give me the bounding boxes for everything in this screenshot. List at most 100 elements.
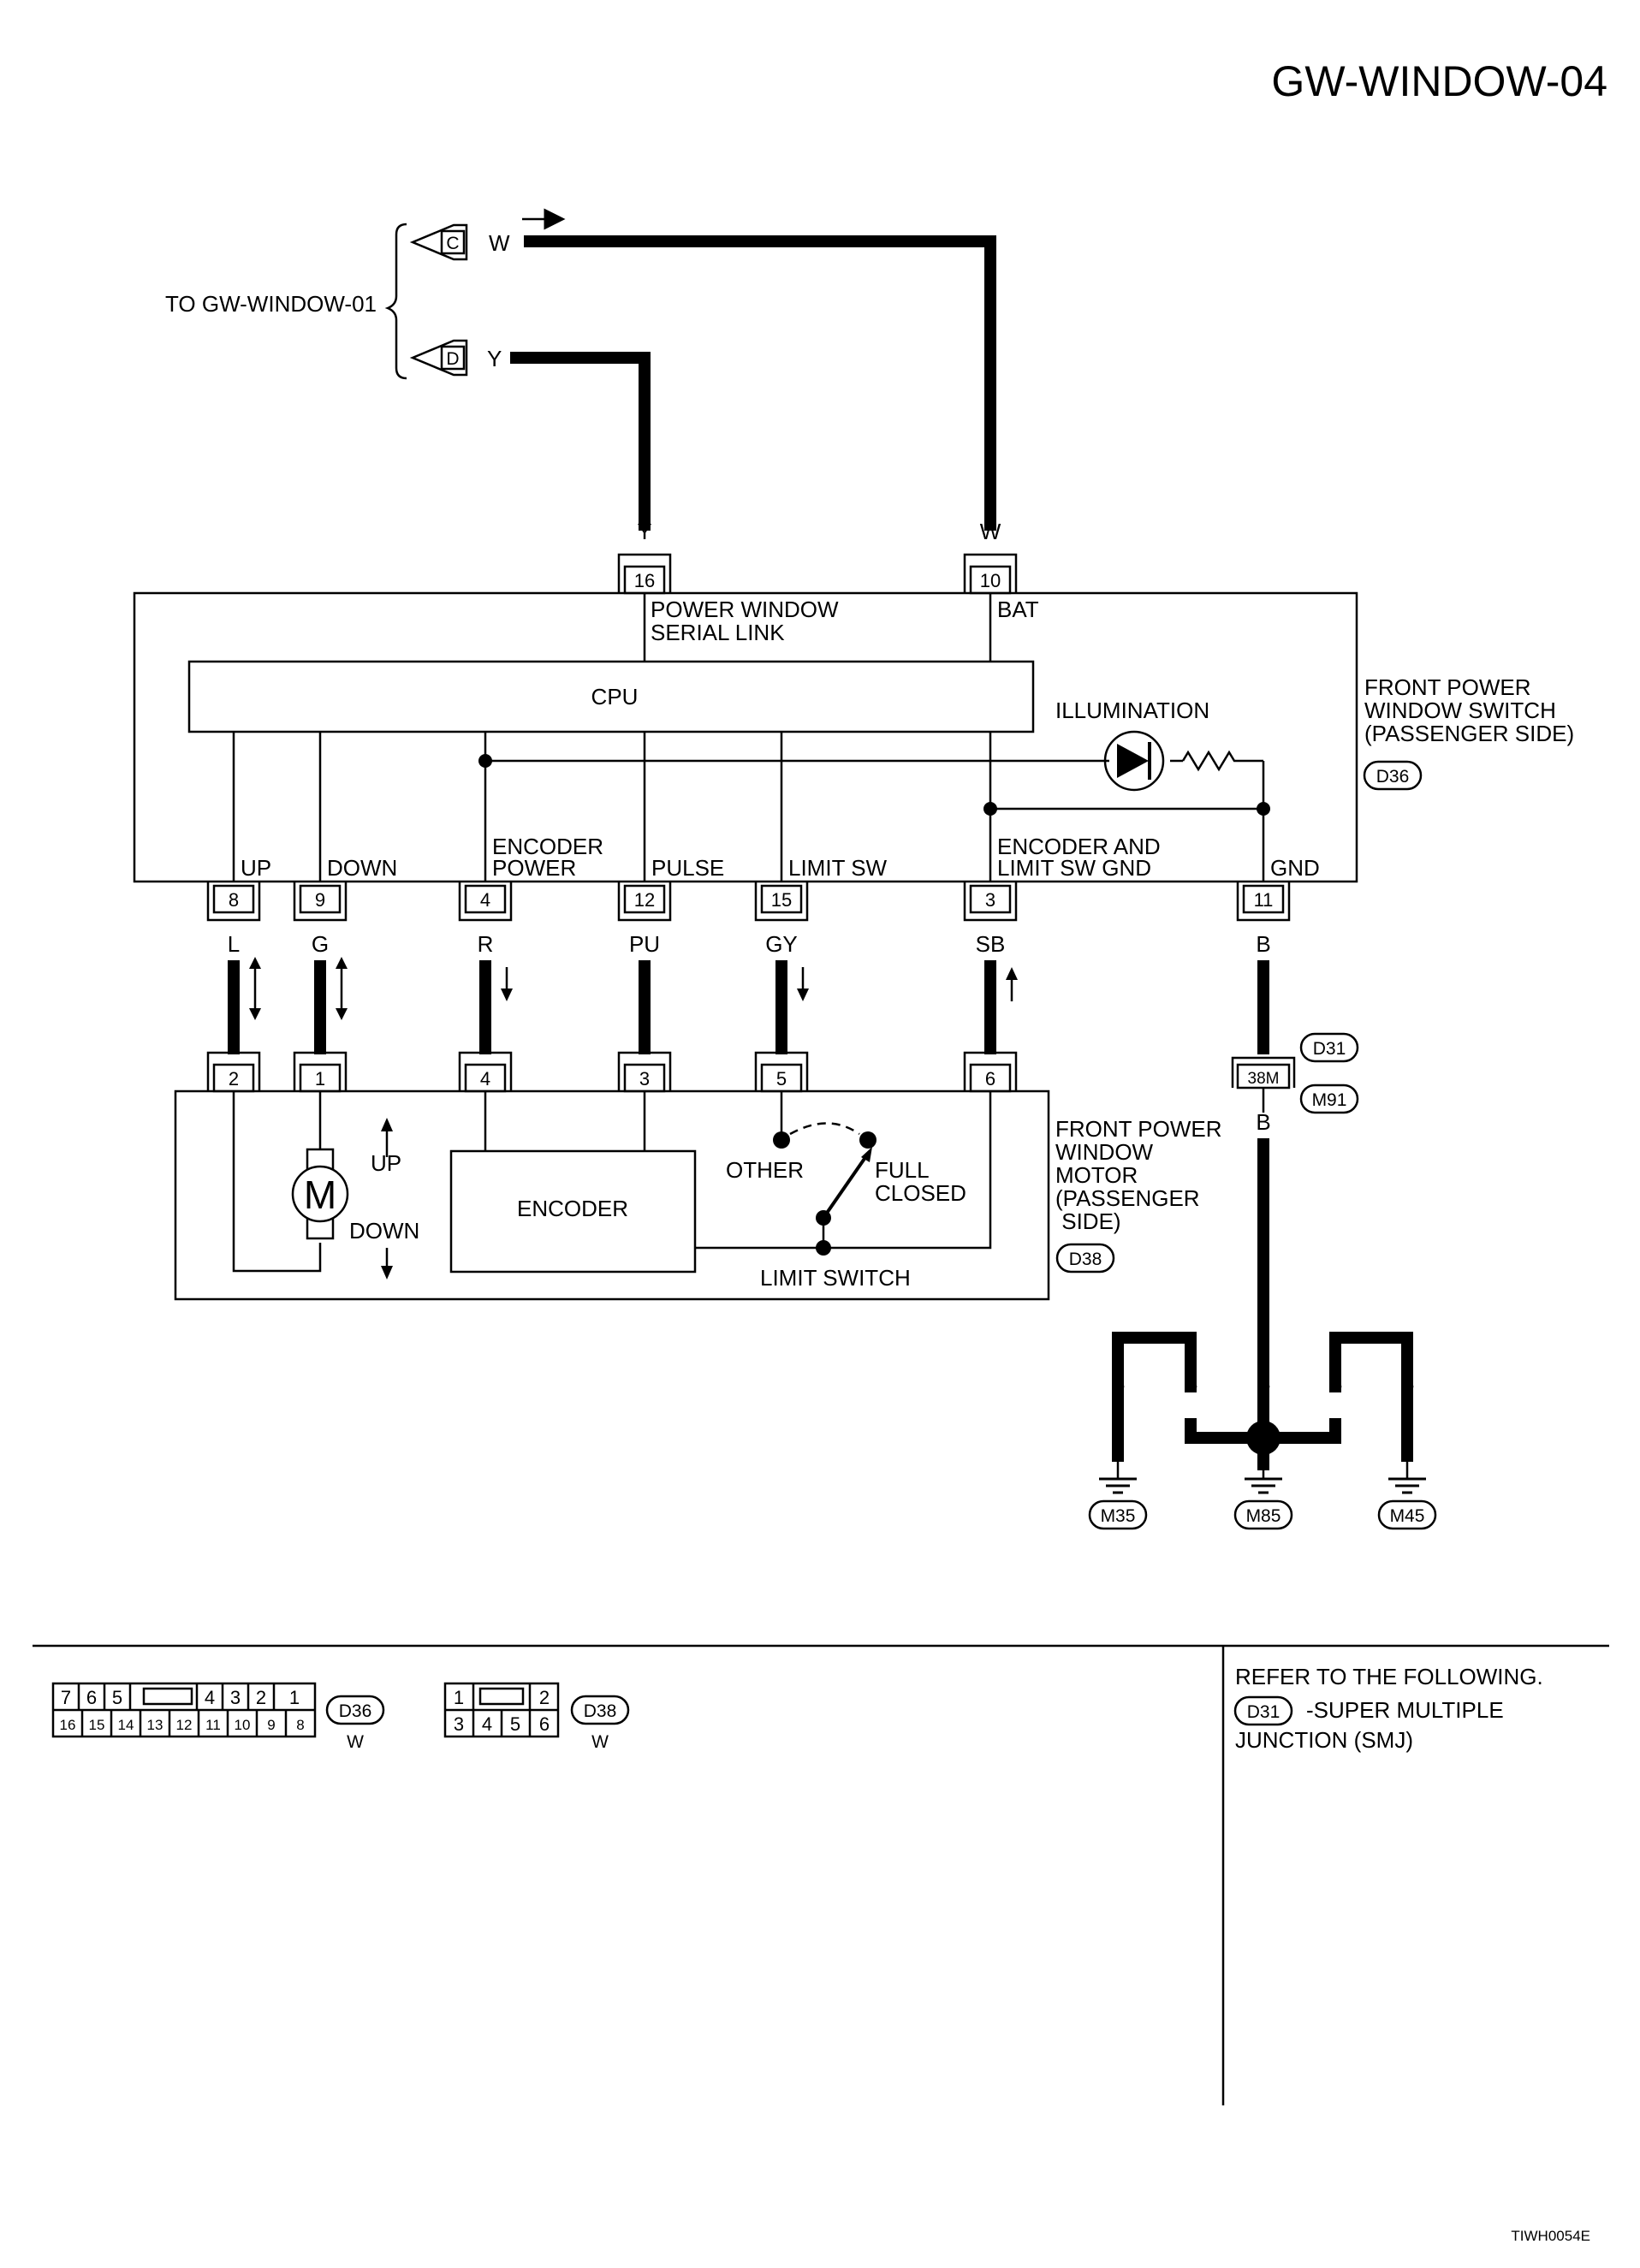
svg-text:5: 5: [510, 1713, 520, 1735]
up-arrow-icon: [381, 1118, 393, 1157]
pin-11: 11: [1236, 882, 1291, 922]
d36-pin-label: 15: [89, 1717, 105, 1733]
cpu-block: [187, 660, 1035, 733]
junction-wire-color: B: [1256, 1109, 1270, 1135]
switch-label-1: FRONT POWER: [1364, 674, 1531, 700]
func-up: UP: [241, 855, 271, 881]
d36-pin-label: 14: [118, 1717, 134, 1733]
pin-10: 10: [963, 553, 1018, 595]
d36-pin-label: 3: [230, 1687, 241, 1708]
to-brace: [384, 223, 407, 380]
d36-pin-label: 5: [112, 1687, 122, 1708]
front-power-window-motor: [174, 1089, 1050, 1301]
svg-text:3: 3: [454, 1713, 464, 1735]
func-bat: BAT: [997, 597, 1039, 622]
pin-4: 4: [458, 882, 513, 922]
wire-color-r: R: [478, 931, 494, 957]
svg-text:8: 8: [229, 889, 239, 911]
svg-text:10: 10: [980, 570, 1001, 591]
motor-pin-1: 1: [293, 1051, 348, 1093]
full-closed-label-1: FULL: [875, 1157, 930, 1183]
wire-color-pu: PU: [629, 931, 660, 957]
svg-text:15: 15: [771, 889, 792, 911]
pin-12: 12: [617, 882, 672, 922]
connector-badge-d31: D31: [1299, 1032, 1359, 1063]
svg-text:1: 1: [315, 1068, 325, 1089]
ground-wire-right: [1329, 1332, 1413, 1462]
wire-color-gy: GY: [765, 931, 798, 957]
splice-dot: [983, 802, 997, 816]
d36-pin-label: 16: [60, 1717, 76, 1733]
illumination-label: ILLUMINATION: [1055, 698, 1209, 723]
d36-pin-label: 7: [61, 1687, 71, 1708]
ground-color-5: B: [1399, 1370, 1414, 1396]
func-encoder-power-2: POWER: [492, 855, 576, 881]
refer-text-1: -SUPER MULTIPLE: [1306, 1697, 1504, 1723]
page-code: GW-WINDOW-04: [1271, 57, 1607, 105]
d36-pin-label: 2: [256, 1687, 266, 1708]
d36-pin-label: 13: [147, 1717, 163, 1733]
func-pulse: PULSE: [651, 855, 724, 881]
ground-color-4: B: [1328, 1370, 1342, 1396]
svg-text:9: 9: [315, 889, 325, 911]
motor-label-3: MOTOR: [1055, 1162, 1138, 1188]
connector-badge-d36: D36: [1363, 760, 1423, 791]
wire-w: [524, 235, 996, 531]
pin-3: 3: [963, 882, 1018, 922]
svg-text:M45: M45: [1390, 1506, 1425, 1526]
ground-splice: [1246, 1421, 1281, 1455]
ground-color-1: B: [1110, 1370, 1125, 1396]
svg-text:D36: D36: [339, 1701, 372, 1721]
wire-color-l: L: [228, 931, 240, 957]
func-limit-sw: LIMIT SW: [788, 855, 888, 881]
svg-text:2: 2: [229, 1068, 239, 1089]
motor-label-1: FRONT POWER: [1055, 1116, 1222, 1142]
ground-wire-left-join: [1185, 1418, 1263, 1444]
d36-pin-label: 8: [296, 1717, 304, 1733]
connector-badge-refer-d31: D31: [1233, 1695, 1293, 1726]
d36-pin-label: 11: [205, 1717, 221, 1733]
switch-label-3: (PASSENGER SIDE): [1364, 721, 1574, 746]
motor-pin-2: 2: [206, 1051, 261, 1093]
wire-color-y: Y: [637, 519, 651, 544]
motor-pin-4: 4: [458, 1051, 513, 1093]
func-down: DOWN: [327, 855, 397, 881]
svg-text:D36: D36: [1376, 767, 1410, 787]
svg-text:1: 1: [454, 1687, 464, 1708]
svg-text:M35: M35: [1101, 1506, 1136, 1526]
ground-color-2: B: [1183, 1370, 1197, 1396]
ground-wire-right-join: [1263, 1418, 1341, 1444]
svg-text:W: W: [591, 1732, 609, 1752]
d36-pin-label: 1: [289, 1687, 300, 1708]
bidirectional-arrow: [249, 957, 261, 1020]
down-arrow: [501, 967, 513, 1001]
wire-color-g: G: [312, 931, 329, 957]
encoder-block: [449, 1149, 697, 1274]
d36-pin-label: 9: [267, 1717, 275, 1733]
switch-label-2: WINDOW SWITCH: [1364, 698, 1556, 723]
d36-pin-label: 12: [176, 1717, 193, 1733]
svg-text:D31: D31: [1247, 1702, 1281, 1722]
motor-down-label: DOWN: [349, 1218, 419, 1244]
splice-dot: [1257, 802, 1270, 816]
func-encoder-power-1: ENCODER: [492, 834, 603, 859]
splice-dot: [816, 1240, 831, 1256]
func-serial-link-2: SERIAL LINK: [651, 620, 785, 645]
up-arrow: [1006, 967, 1018, 1001]
d36-pin-label: 4: [205, 1687, 215, 1708]
cpu-label: CPU: [591, 684, 639, 709]
pin-15: 15: [754, 882, 809, 922]
func-serial-link-1: POWER WINDOW: [651, 597, 839, 622]
svg-text:4: 4: [482, 1713, 492, 1735]
connector-view-d38: 1 2 3 4 5 6 D38 W: [443, 1682, 630, 1752]
wire-color-w: W: [980, 519, 1001, 544]
svg-text:D38: D38: [584, 1701, 617, 1721]
footer-code: TIWH0054E: [1511, 2228, 1590, 2244]
svg-text:M91: M91: [1312, 1090, 1347, 1110]
svg-text:3: 3: [985, 889, 995, 911]
motor-label-4: (PASSENGER: [1055, 1185, 1200, 1211]
svg-text:W: W: [347, 1732, 364, 1752]
motor-pin-6: 6: [963, 1051, 1018, 1093]
